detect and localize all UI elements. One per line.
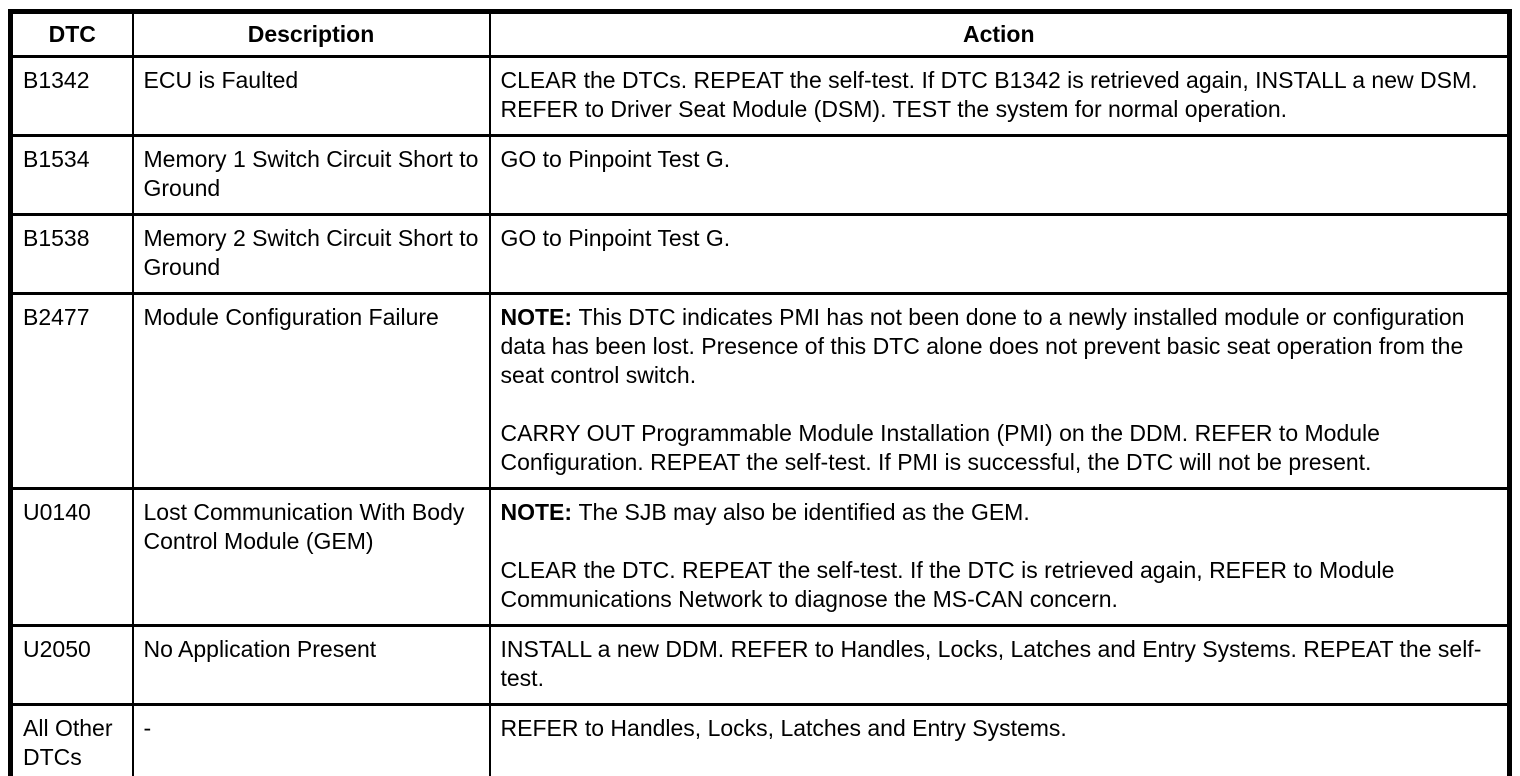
- action-cell: GO to Pinpoint Test G.: [488, 213, 1511, 295]
- action-paragraph: GO to Pinpoint Test G.: [500, 225, 731, 251]
- table-row: All Other DTCs-REFER to Handles, Locks, …: [9, 703, 1511, 776]
- dtc-code-cell: B1534: [9, 134, 134, 216]
- action-paragraph: GO to Pinpoint Test G.: [500, 146, 731, 172]
- table-header-row: DTC Description Action: [9, 10, 1511, 58]
- action-cell: NOTE: This DTC indicates PMI has not bee…: [488, 292, 1511, 490]
- action-cell: GO to Pinpoint Test G.: [488, 134, 1511, 216]
- dtc-code-cell: All Other DTCs: [9, 703, 134, 776]
- action-paragraph: REFER to Handles, Locks, Latches and Ent…: [500, 715, 1067, 741]
- description-cell: Memory 2 Switch Circuit Short to Ground: [131, 213, 491, 295]
- note-label: NOTE:: [500, 499, 579, 525]
- column-header-description: Description: [131, 10, 491, 58]
- action-cell: CLEAR the DTCs. REPEAT the self-test. If…: [488, 55, 1511, 137]
- column-header-action: Action: [488, 10, 1511, 58]
- dtc-code-cell: U0140: [9, 487, 134, 627]
- action-paragraph: NOTE: This DTC indicates PMI has not bee…: [500, 304, 1465, 388]
- action-cell: INSTALL a new DDM. REFER to Handles, Loc…: [488, 624, 1511, 706]
- action-paragraph: CARRY OUT Programmable Module Installati…: [500, 420, 1380, 475]
- action-paragraph: CLEAR the DTC. REPEAT the self-test. If …: [500, 557, 1395, 612]
- description-cell: No Application Present: [131, 624, 491, 706]
- action-cell: NOTE: The SJB may also be identified as …: [488, 487, 1511, 627]
- note-label: NOTE:: [500, 304, 579, 330]
- action-paragraph: INSTALL a new DDM. REFER to Handles, Loc…: [500, 636, 1482, 691]
- dtc-code-cell: B1538: [9, 213, 134, 295]
- description-cell: Memory 1 Switch Circuit Short to Ground: [131, 134, 491, 216]
- description-cell: ECU is Faulted: [131, 55, 491, 137]
- dtc-code-cell: B1342: [9, 55, 134, 137]
- dtc-code-cell: B2477: [9, 292, 134, 490]
- description-cell: Module Configuration Failure: [131, 292, 491, 490]
- description-cell: Lost Communication With Body Control Mod…: [131, 487, 491, 627]
- description-cell: -: [131, 703, 491, 776]
- action-paragraph: CLEAR the DTCs. REPEAT the self-test. If…: [500, 67, 1478, 122]
- action-cell: REFER to Handles, Locks, Latches and Ent…: [488, 703, 1511, 776]
- dtc-code-cell: U2050: [9, 624, 134, 706]
- action-paragraph: NOTE: The SJB may also be identified as …: [500, 499, 1030, 525]
- column-header-dtc: DTC: [9, 10, 134, 58]
